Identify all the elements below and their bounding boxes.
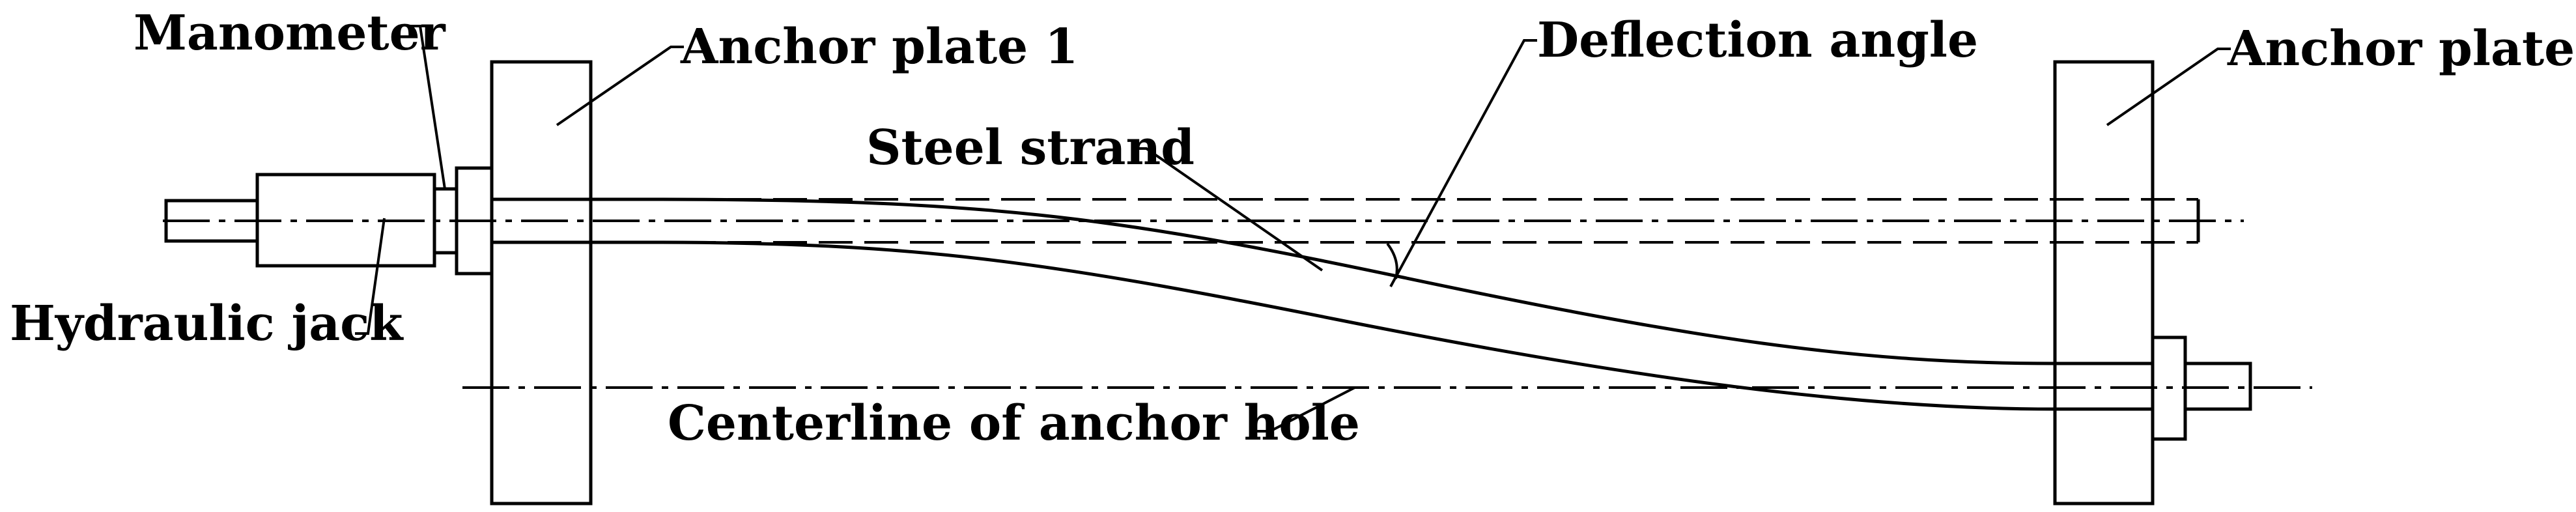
hydraulic-jack-label: Hydraulic jack (10, 296, 404, 352)
steel-strand-label: Steel strand (866, 120, 1195, 176)
steel-strand-leader (1133, 147, 1323, 272)
deflected-strand-lower (591, 240, 2056, 411)
anchor-plate-2 (2053, 60, 2155, 505)
deflected-strand-upper (591, 197, 2056, 365)
centerline-leader (1257, 386, 1355, 433)
manometer-leader (407, 25, 446, 190)
deflection-angle-leader (1389, 39, 1537, 287)
deflection-angle-label: Deflection angle (1537, 12, 1978, 68)
centerline-label: Centerline of anchor hole (668, 395, 1360, 451)
anchor-plate-2-label: Anchor plate 2 (2227, 21, 2576, 77)
anchor-plate-1 (490, 60, 593, 505)
manometer-label: Manometer (134, 5, 446, 61)
hydraulic-jack-leader (355, 218, 386, 335)
anchor-plate-2-leader (2106, 48, 2231, 126)
anchor-plate-1-label: Anchor plate 1 (680, 19, 1079, 75)
anchor-plate-1-leader (556, 46, 684, 126)
